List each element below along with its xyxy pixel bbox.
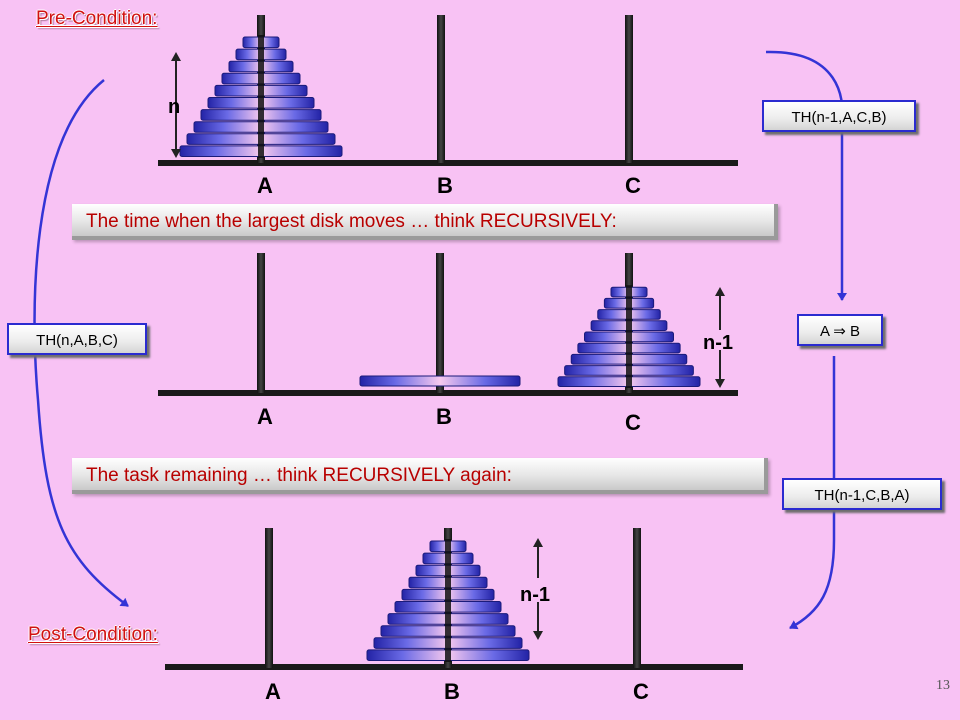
disk-stack <box>557 285 701 388</box>
post-condition-title: Post-Condition: <box>28 624 158 645</box>
peg-label-c: C <box>625 173 641 198</box>
disk-stack <box>179 35 343 158</box>
box-th-first-subproblem: TH(n-1,A,C,B) <box>762 100 916 132</box>
peg-a <box>265 528 273 668</box>
peg-label-b: B <box>444 679 460 704</box>
peg-label-c: C <box>625 410 641 435</box>
slide-number: 13 <box>936 678 950 693</box>
peg-c <box>625 15 633 163</box>
base-platform <box>165 664 743 670</box>
peg-b <box>436 253 444 393</box>
peg-b <box>437 15 445 163</box>
peg-label-c: C <box>633 679 649 704</box>
flow-arrow-left <box>33 79 129 608</box>
flow-arrow-bottom-right <box>789 356 836 630</box>
scene-post-condition <box>165 528 743 670</box>
scene-pre-condition <box>158 15 738 166</box>
peg-core <box>445 539 451 662</box>
peg-label-a: A <box>265 679 281 704</box>
banner-largest-disk: The time when the largest disk moves … t… <box>72 204 778 240</box>
scene-largest-moves <box>158 253 738 396</box>
pre-condition-title: Pre-Condition: <box>36 8 158 29</box>
box-move-a-to-b: A ⇒ B <box>797 314 883 346</box>
peg-label-b: B <box>436 404 452 429</box>
count-label-n: n <box>168 96 181 118</box>
peg-label-b: B <box>437 173 453 198</box>
peg-label-a: A <box>257 173 273 198</box>
base-platform <box>158 160 738 166</box>
count-label-n-minus-1: n-1 <box>520 584 550 606</box>
banner-task-remaining: The task remaining … think RECURSIVELY a… <box>72 458 768 494</box>
largest-disk <box>359 375 521 387</box>
count-label-n-minus-1: n-1 <box>703 332 733 354</box>
peg-core <box>258 35 264 158</box>
peg-c <box>633 528 641 668</box>
base-platform <box>158 390 738 396</box>
peg-a <box>257 253 265 393</box>
box-th-second-subproblem: TH(n-1,C,B,A) <box>782 478 942 510</box>
peg-core <box>626 285 632 388</box>
peg-label-a: A <box>257 404 273 429</box>
disk-stack <box>366 539 530 662</box>
flow-arrow-top-right <box>765 50 847 301</box>
box-th-n: TH(n,A,B,C) <box>7 323 147 355</box>
